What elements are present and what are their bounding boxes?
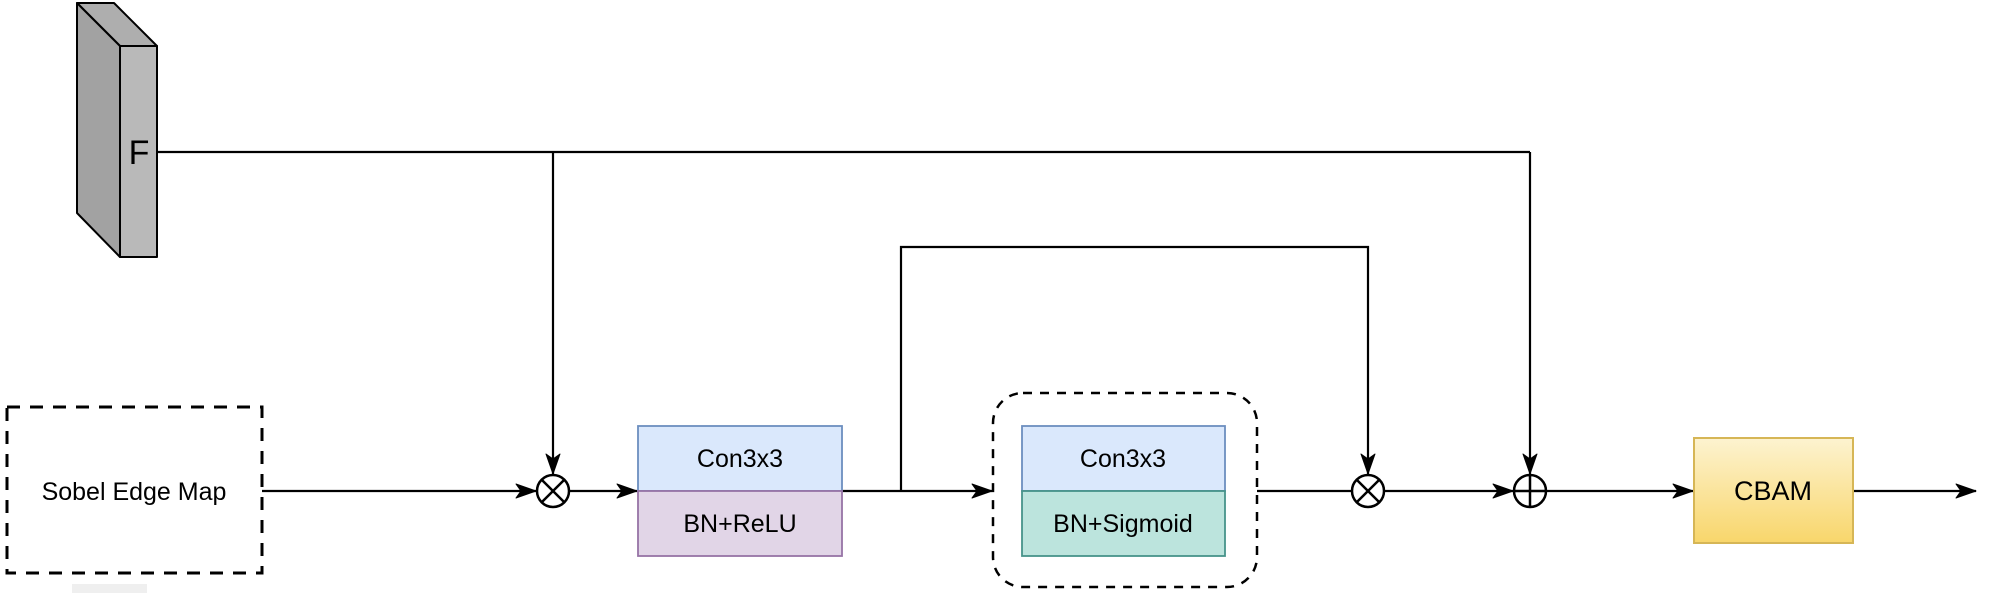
conv-block-2-norm-label: BN+Sigmoid xyxy=(1053,510,1193,538)
conv-block-1-norm-box xyxy=(637,490,843,557)
conv-block-1-node xyxy=(637,425,843,557)
conv-block-1-conv-label: Con3x3 xyxy=(697,445,783,473)
feature-map-side-face xyxy=(76,2,121,258)
feature-map-front-face xyxy=(119,45,158,258)
sobel-edge-map-label: Sobel Edge Map xyxy=(42,478,227,506)
multiply-op-1-icon xyxy=(535,473,571,509)
conv-block-2-conv-box xyxy=(1021,425,1226,492)
feature-map-label: F xyxy=(129,134,150,172)
sobel-edge-map-node xyxy=(5,405,264,575)
cbam-node xyxy=(1693,437,1854,544)
multiply-op-2-icon xyxy=(1350,473,1386,509)
cropped-shape-artifact xyxy=(72,584,147,593)
add-op-icon xyxy=(1512,473,1548,509)
edge-block1-skip-to-multiply2 xyxy=(899,245,1376,491)
conv-block-2-node xyxy=(1021,425,1226,557)
conv-block-2-norm-box xyxy=(1021,490,1226,557)
conv-block-1-norm-label: BN+ReLU xyxy=(683,510,796,538)
feature-map-node xyxy=(76,2,158,258)
cbam-label: CBAM xyxy=(1734,476,1812,506)
connectors xyxy=(157,150,1977,499)
conv-block-2-conv-label: Con3x3 xyxy=(1080,445,1166,473)
